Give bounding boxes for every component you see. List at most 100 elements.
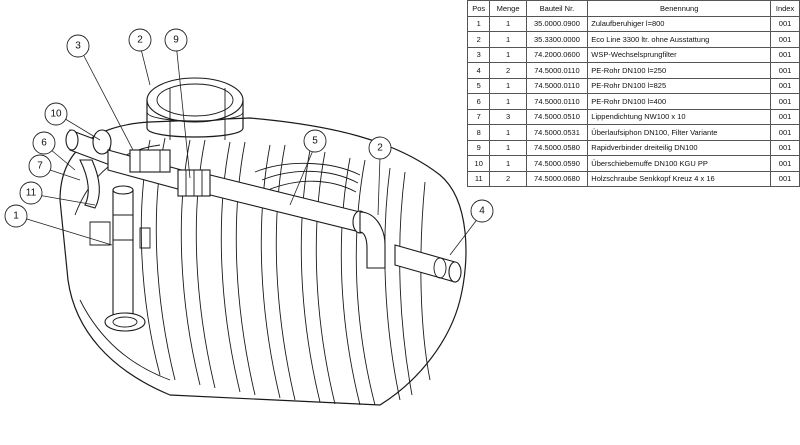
balloon-7: 7: [28, 154, 52, 178]
table-row: 5 1 74.5000.0110 PE-Rohr DN100 l=825 001: [466, 77, 800, 94]
bom-cell-bauteil: 35.0000.0900: [525, 15, 589, 32]
svg-text:4: 4: [479, 206, 485, 217]
bom-cell-menge: 1: [489, 46, 527, 63]
bom-cell-menge: 1: [489, 15, 527, 32]
bom-cell-menge: 2: [489, 62, 527, 79]
bom-cell-benennung: Überlaufsiphon DN100, Filter Variante: [587, 124, 772, 141]
bom-cell-benennung: Rapidverbinder dreiteilig DN100: [587, 139, 772, 156]
bom-cell-menge: 1: [489, 93, 527, 110]
tank-dome: [146, 77, 244, 140]
bom-cell-index: 001: [770, 124, 800, 141]
bom-cell-menge: 1: [489, 77, 527, 94]
svg-text:5: 5: [312, 136, 318, 147]
svg-text:2: 2: [137, 35, 143, 46]
balloon-11: 11: [19, 181, 43, 205]
bom-header-row: Pos Menge Bauteil Nr. Benennung Index: [466, 0, 800, 17]
table-row: 7 3 74.5000.0510 Lippendichtung NW100 x …: [466, 108, 800, 125]
bom-cell-index: 001: [770, 108, 800, 125]
svg-text:11: 11: [26, 188, 37, 199]
table-row: 8 1 74.5000.0531 Überlaufsiphon DN100, F…: [466, 124, 800, 141]
balloon-4: 4: [470, 199, 494, 223]
svg-text:3: 3: [75, 41, 81, 52]
bom-cell-index: 001: [770, 62, 800, 79]
bom-cell-bauteil: 74.5000.0590: [525, 155, 589, 172]
internal-pipe: [189, 169, 386, 269]
bom-cell-index: 001: [770, 155, 800, 172]
bom-cell-benennung: PE-Rohr DN100 l=400: [587, 93, 772, 110]
balloon-9: 9: [164, 28, 188, 52]
bom-cell-benennung: PE-Rohr DN100 l=825: [587, 77, 772, 94]
bom-header-index: Index: [770, 0, 800, 17]
leader-lines: [16, 42, 483, 256]
bom-cell-bauteil: 35.3300.0000: [525, 31, 589, 48]
bom-cell-pos: 9: [466, 139, 491, 156]
bom-cell-benennung: Holzschraube Senkkopf Kreuz 4 x 16: [587, 170, 772, 187]
svg-text:2: 2: [377, 143, 383, 154]
bom-cell-pos: 8: [466, 124, 491, 141]
table-row: 3 1 74.2000.0600 WSP-Wechselsprungfilter…: [466, 46, 800, 63]
bom-cell-pos: 5: [466, 77, 491, 94]
bom-cell-index: 001: [770, 46, 800, 63]
bom-cell-benennung: WSP-Wechselsprungfilter: [587, 46, 772, 63]
bom-cell-benennung: Überschiebemuffe DN100 KGU PP: [587, 155, 772, 172]
bom-cell-menge: 3: [489, 108, 527, 125]
table-row: 2 1 35.3300.0000 Eco Line 3300 ltr. ohne…: [466, 31, 800, 48]
bom-cell-menge: 1: [489, 31, 527, 48]
balloon-5: 5: [303, 129, 327, 153]
table-row: 9 1 74.5000.0580 Rapidverbinder dreiteil…: [466, 139, 800, 156]
bom-header-pos: Pos: [466, 0, 491, 17]
bom-cell-pos: 4: [466, 62, 491, 79]
bom-cell-pos: 2: [466, 31, 491, 48]
balloon-3: 3: [66, 34, 90, 58]
svg-text:10: 10: [50, 109, 62, 120]
bom-cell-pos: 11: [466, 170, 491, 187]
balloon-2-top: 2: [128, 28, 152, 52]
bom-cell-index: 001: [770, 31, 800, 48]
bom-cell-bauteil: 74.5000.0531: [525, 124, 589, 141]
bom-cell-index: 001: [770, 139, 800, 156]
balloon-1: 1: [4, 204, 28, 228]
svg-text:6: 6: [41, 138, 47, 149]
inlet-assembly: [65, 129, 211, 209]
bom-header-bauteil: Bauteil Nr.: [525, 0, 589, 17]
table-row: 1 1 35.0000.0900 Zulaufberuhiger l=800 0…: [466, 15, 800, 32]
bom-cell-pos: 3: [466, 46, 491, 63]
bom-cell-pos: 10: [466, 155, 491, 172]
svg-text:7: 7: [37, 161, 43, 172]
svg-text:9: 9: [173, 35, 179, 46]
table-row: 10 1 74.5000.0590 Überschiebemuffe DN100…: [466, 155, 800, 172]
bom-cell-index: 001: [770, 170, 800, 187]
bom-cell-menge: 1: [489, 139, 527, 156]
bom-cell-index: 001: [770, 93, 800, 110]
bom-header-benennung: Benennung: [587, 0, 772, 17]
bom-cell-benennung: Lippendichtung NW100 x 10: [587, 108, 772, 125]
bom-cell-bauteil: 74.5000.0110: [525, 93, 589, 110]
bom-cell-bauteil: 74.5000.0580: [525, 139, 589, 156]
bom-cell-benennung: Zulaufberuhiger l=800: [587, 15, 772, 32]
bom-cell-pos: 7: [466, 108, 491, 125]
bom-cell-pos: 6: [466, 93, 491, 110]
table-row: 4 2 74.5000.0110 PE-Rohr DN100 l=250 001: [466, 62, 800, 79]
bill-of-materials: Pos Menge Bauteil Nr. Benennung Index 1 …: [466, 0, 800, 187]
bom-cell-index: 001: [770, 15, 800, 32]
bom-cell-bauteil: 74.5000.0110: [525, 77, 589, 94]
bom-cell-bauteil: 74.5000.0680: [525, 170, 589, 187]
bom-cell-benennung: Eco Line 3300 ltr. ohne Ausstattung: [587, 31, 772, 48]
table-row: 6 1 74.5000.0110 PE-Rohr DN100 l=400 001: [466, 93, 800, 110]
balloon-2-right: 2: [368, 136, 392, 160]
bom-cell-bauteil: 74.5000.0110: [525, 62, 589, 79]
tank-ribs: [140, 137, 431, 406]
bom-cell-menge: 1: [489, 124, 527, 141]
calmed-inlet: [104, 185, 146, 332]
balloon-10: 10: [44, 102, 68, 126]
bom-header-menge: Menge: [489, 0, 527, 17]
table-row: 11 2 74.5000.0680 Holzschraube Senkkopf …: [466, 170, 800, 187]
outlet-pipe: [394, 244, 462, 283]
bom-cell-index: 001: [770, 77, 800, 94]
bom-cell-bauteil: 74.2000.0600: [525, 46, 589, 63]
balloon-6: 6: [32, 131, 56, 155]
inner-partition: [89, 221, 151, 249]
bom-cell-menge: 2: [489, 170, 527, 187]
bom-cell-bauteil: 74.5000.0510: [525, 108, 589, 125]
